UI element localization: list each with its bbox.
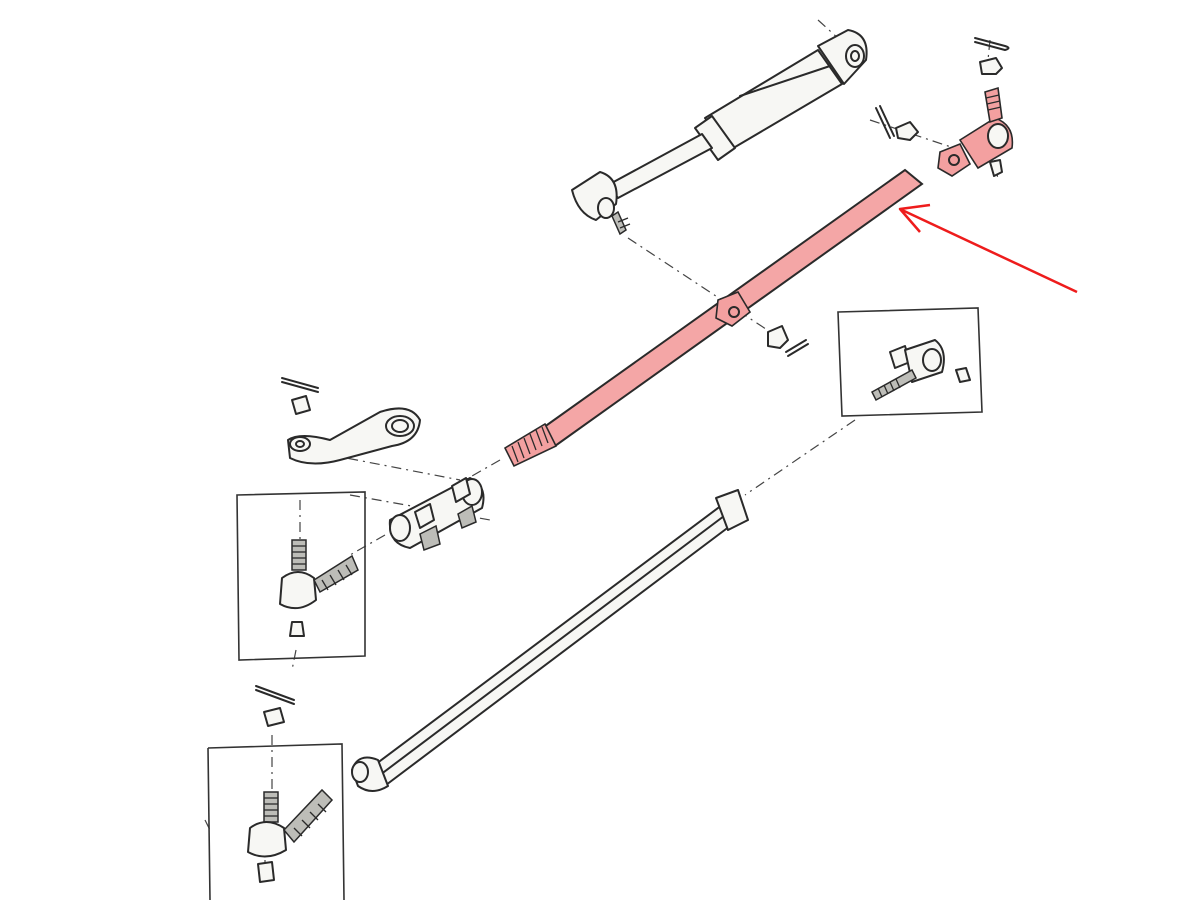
cotter-pin-icon [255,685,295,705]
steering-damper[interactable] [571,29,868,236]
adjuster-clamp[interactable] [388,477,485,551]
thread-lines [511,426,549,463]
upper-hardware [875,37,1010,177]
tie-rod-end-inset-bottom[interactable] [207,743,345,900]
castle-nut-icon [291,395,311,415]
cotter-pin-icon [974,37,1010,51]
castle-nut-icon [895,121,919,141]
lower-hardware [255,685,295,727]
cotter-pin-icon [785,339,809,357]
drag-link[interactable] [503,86,1014,468]
castle-nut-icon [979,57,1003,75]
grease-fitting-icon [989,159,1003,177]
ball-joint-icon [871,339,971,402]
ball-joint-icon [247,788,334,883]
ball-joint-icon [279,539,359,637]
tie-rod[interactable] [351,489,749,792]
pitman-arm[interactable] [281,377,421,465]
tie-rod-end-inset-left[interactable] [236,491,366,661]
highlight-arrow [898,203,1078,294]
cotter-pin-icon [281,377,319,393]
castle-nut-icon [767,325,789,349]
castle-nut-icon [263,707,285,727]
cotter-pin-icon [875,105,895,139]
middle-hardware [767,325,809,357]
tie-rod-end-inset-right[interactable] [837,307,983,417]
